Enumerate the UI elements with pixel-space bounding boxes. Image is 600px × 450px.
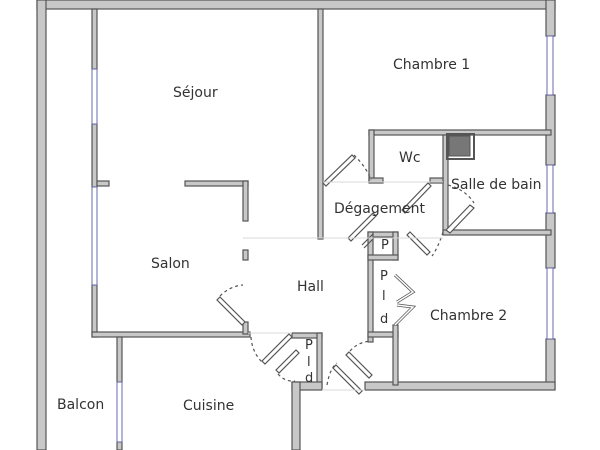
room-label-hall: Hall — [297, 279, 324, 295]
duct-icon — [448, 135, 471, 157]
room-label-wc: Wc — [399, 150, 421, 166]
wall-closet-left — [367, 231, 374, 343]
closet-label-hall-p: P — [305, 338, 313, 353]
door-salle-de-bain — [445, 184, 475, 234]
window-salon — [91, 186, 98, 286]
door-closet-small — [361, 233, 376, 249]
window-chambre1 — [546, 35, 554, 96]
room-label-salle-de-bain: Salle de bain — [451, 177, 542, 193]
wall-cuisine-left-2 — [116, 441, 123, 450]
window-sejour — [91, 68, 98, 125]
wall-cuisine-right — [291, 381, 301, 450]
closet-label-small: P — [381, 238, 389, 253]
door-salon — [216, 284, 246, 326]
wall-salon-partition-top — [184, 180, 249, 187]
walls — [36, 0, 556, 450]
wall-salon-partition-right — [242, 180, 249, 222]
wall-cuisine-left-1 — [116, 336, 123, 383]
closet-label-chambre2-p: P — [380, 269, 388, 284]
door-degagement — [347, 212, 377, 242]
window-chambre2 — [546, 267, 554, 340]
door-closet-chambre2 — [393, 273, 417, 327]
room-label-sejour: Séjour — [173, 85, 218, 101]
window-salle-de-bain — [546, 164, 554, 214]
door-entrance — [326, 340, 373, 395]
wall-salon-bottom — [91, 331, 251, 338]
closet-label-hall-d: d — [305, 371, 314, 386]
door-cuisine — [250, 333, 300, 382]
wall-bottom-right — [364, 381, 556, 391]
closet-label-chambre2-d: d — [380, 312, 389, 327]
room-label-balcon: Balcon — [57, 397, 105, 413]
wall-salon-partition-right-2 — [242, 249, 249, 261]
door-chambre2 — [406, 231, 444, 257]
wall-bath-stub — [429, 177, 444, 184]
door-sejour — [322, 154, 372, 187]
wall-wc-left — [368, 129, 375, 183]
wall-stub — [96, 180, 110, 187]
door-wc — [401, 182, 432, 214]
wall-sejour-left-1 — [91, 8, 98, 70]
doors — [216, 154, 475, 395]
wall-wc-stub — [368, 177, 384, 184]
closet-label-hall-l: l — [307, 355, 311, 370]
wall-sejour-right — [317, 8, 324, 240]
room-label-chambre1: Chambre 1 — [393, 57, 471, 73]
window-cuisine — [116, 381, 123, 443]
wall-closet-mid — [367, 254, 399, 261]
wall-bath-bottom — [442, 229, 552, 236]
wall-sejour-left-2 — [91, 123, 98, 188]
wall-left — [36, 0, 47, 450]
wall-right-1 — [545, 0, 556, 37]
room-label-chambre2: Chambre 2 — [430, 308, 508, 324]
wall-chambre2-left — [392, 324, 399, 386]
closet-label-chambre2-l: l — [382, 289, 386, 304]
wall-right-3 — [545, 212, 556, 269]
wall-sejour-left-3 — [91, 284, 98, 338]
thresholds — [243, 181, 443, 391]
room-label-degagement: Dégagement — [334, 201, 425, 217]
room-label-salon: Salon — [151, 256, 190, 272]
windows — [91, 35, 554, 443]
wall-hall-closet-right — [316, 332, 323, 389]
duct-frame — [446, 133, 475, 160]
room-label-cuisine: Cuisine — [183, 398, 235, 414]
wall-top — [36, 0, 556, 10]
